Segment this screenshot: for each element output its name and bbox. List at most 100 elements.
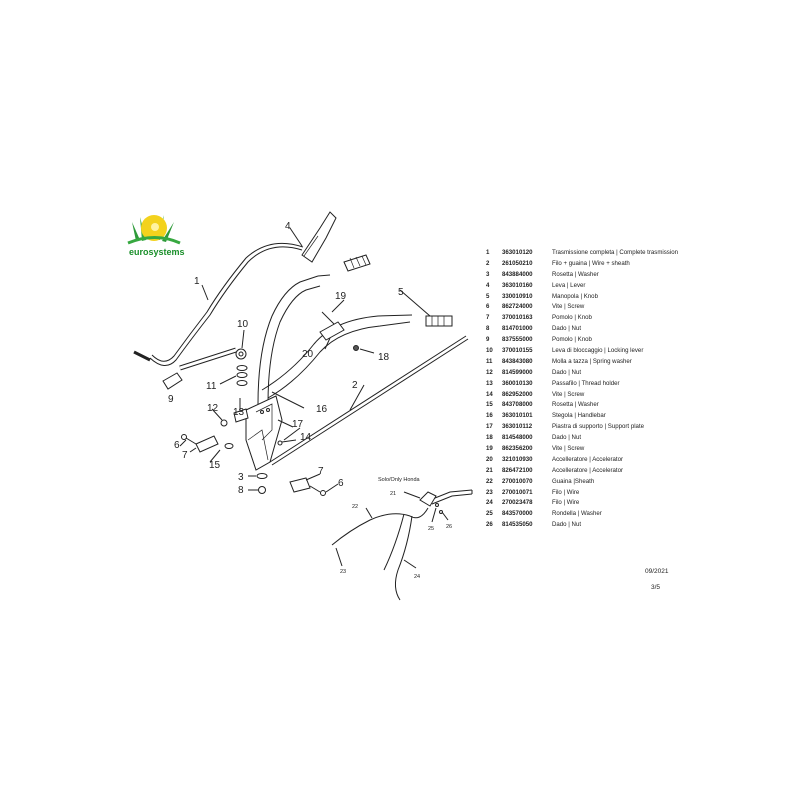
part-description: Pomolo | Knob — [552, 314, 592, 322]
part-position: 11 — [486, 357, 493, 365]
parts-list-row: 14 862952000 Vite | Screw — [486, 390, 786, 401]
parts-list-row: 26 814535050 Dado | Nut — [486, 520, 786, 531]
parts-list: 1 363010120 Trasmissione completa | Comple… — [486, 248, 786, 531]
part-position: 23 — [486, 488, 493, 496]
part-description: Vite | Screw — [552, 390, 585, 398]
part-description: Leva | Lever — [552, 281, 586, 289]
part-position: 5 — [486, 292, 490, 300]
callout-6b: 6 — [338, 478, 344, 489]
callout-17: 17 — [292, 419, 304, 430]
part-code: 360010130 — [502, 379, 533, 387]
part-position: 1 — [486, 249, 490, 256]
part-description: Piastra di supporto | Support plate — [552, 423, 645, 431]
callout-5: 5 — [398, 287, 404, 298]
part-description: Dado | Nut — [552, 521, 582, 529]
part-code: 843708000 — [502, 401, 533, 409]
part-code: 261050210 — [502, 259, 533, 267]
part-position: 24 — [486, 499, 493, 507]
part-code: 843884000 — [502, 270, 533, 278]
callout-8: 8 — [238, 485, 244, 496]
part-code: 321010930 — [502, 455, 533, 463]
callout-20: 20 — [302, 349, 314, 360]
part-code: 814701000 — [502, 325, 533, 333]
part-code: 826472100 — [502, 466, 533, 474]
part-description: Trasmissione completa | Complete trasmis… — [552, 249, 678, 256]
callout-12: 12 — [207, 403, 219, 414]
part-code: 814599000 — [502, 368, 533, 376]
parts-list-row: 13 360010130 Passafilo | Thread holder — [486, 379, 786, 390]
part-description: Accelleratore | Accelerator — [552, 466, 624, 474]
part-description: Leva di bloccaggio | Locking lever — [552, 347, 644, 355]
callout-26: 26 — [446, 524, 452, 530]
part-code: 370010155 — [502, 347, 533, 355]
callout-13: 13 — [233, 407, 245, 418]
part-position: 17 — [486, 423, 493, 431]
part-description: Vite | Screw — [552, 303, 585, 311]
part-position: 12 — [486, 368, 493, 376]
part-description: Accelleratore | Accelerator — [552, 455, 624, 463]
callout-18: 18 — [378, 352, 390, 363]
part-description: Filo | Wire — [552, 499, 580, 507]
part-description: Guaina |Sheath — [552, 477, 595, 485]
part-position: 8 — [486, 325, 490, 333]
part-code: 363010120 — [502, 249, 533, 256]
part-code: 862724000 — [502, 303, 533, 311]
parts-list-row: 1 363010120 Trasmissione completa | Comple… — [486, 248, 786, 259]
part-description: Filo + guaina | Wire + sheath — [552, 259, 630, 267]
part-code: 837555000 — [502, 336, 533, 344]
part-description: Manopola | Knob — [552, 292, 598, 300]
parts-list-row: 4 363010160 Leva | Lever — [486, 281, 786, 292]
part-code: 363010160 — [502, 281, 533, 289]
part-code: 843570000 — [502, 510, 533, 518]
part-position: 10 — [486, 347, 493, 355]
part-position: 26 — [486, 521, 493, 529]
part-description: Rondella | Washer — [552, 510, 602, 518]
part-description: Passafilo | Thread holder — [552, 379, 620, 387]
part-code: 370010163 — [502, 314, 533, 322]
callout-numbers: 1 2 3 4 5 6 6 7 7 8 9 10 11 12 13 14 15 … — [168, 221, 452, 580]
part-code: 330010910 — [502, 292, 533, 300]
inset-label: Solo/Only Honda — [378, 477, 421, 483]
callout-25: 25 — [428, 526, 434, 532]
part-position: 6 — [486, 303, 490, 311]
part-code: 270010071 — [502, 488, 533, 496]
parts-linework — [133, 211, 473, 601]
callout-24: 24 — [414, 574, 420, 580]
parts-list-row: 24 270023478 Filo | Wire — [486, 498, 786, 509]
part-code: 814535050 — [502, 521, 533, 529]
callout-7a: 7 — [182, 450, 188, 461]
part-position: 18 — [486, 434, 493, 442]
callout-1: 1 — [194, 276, 200, 287]
part-position: 15 — [486, 401, 493, 409]
part-code: 270023478 — [502, 499, 533, 507]
callout-21: 21 — [390, 491, 396, 497]
part-position: 14 — [486, 390, 493, 398]
callout-10: 10 — [237, 319, 249, 330]
part-position: 9 — [486, 336, 490, 344]
part-code: 270010070 — [502, 477, 533, 485]
part-description: Rosetta | Washer — [552, 401, 599, 409]
callout-14: 14 — [300, 432, 312, 443]
part-description: Pomolo | Knob — [552, 336, 592, 344]
parts-list-row: 9 837555000 Pomolo | Knob — [486, 335, 786, 346]
callout-15: 15 — [209, 460, 221, 471]
part-position: 4 — [486, 281, 490, 289]
part-position: 16 — [486, 412, 493, 420]
part-code: 363010101 — [502, 412, 533, 420]
part-code: 862952000 — [502, 390, 533, 398]
part-position: 13 — [486, 379, 493, 387]
callout-11: 11 — [206, 381, 217, 392]
